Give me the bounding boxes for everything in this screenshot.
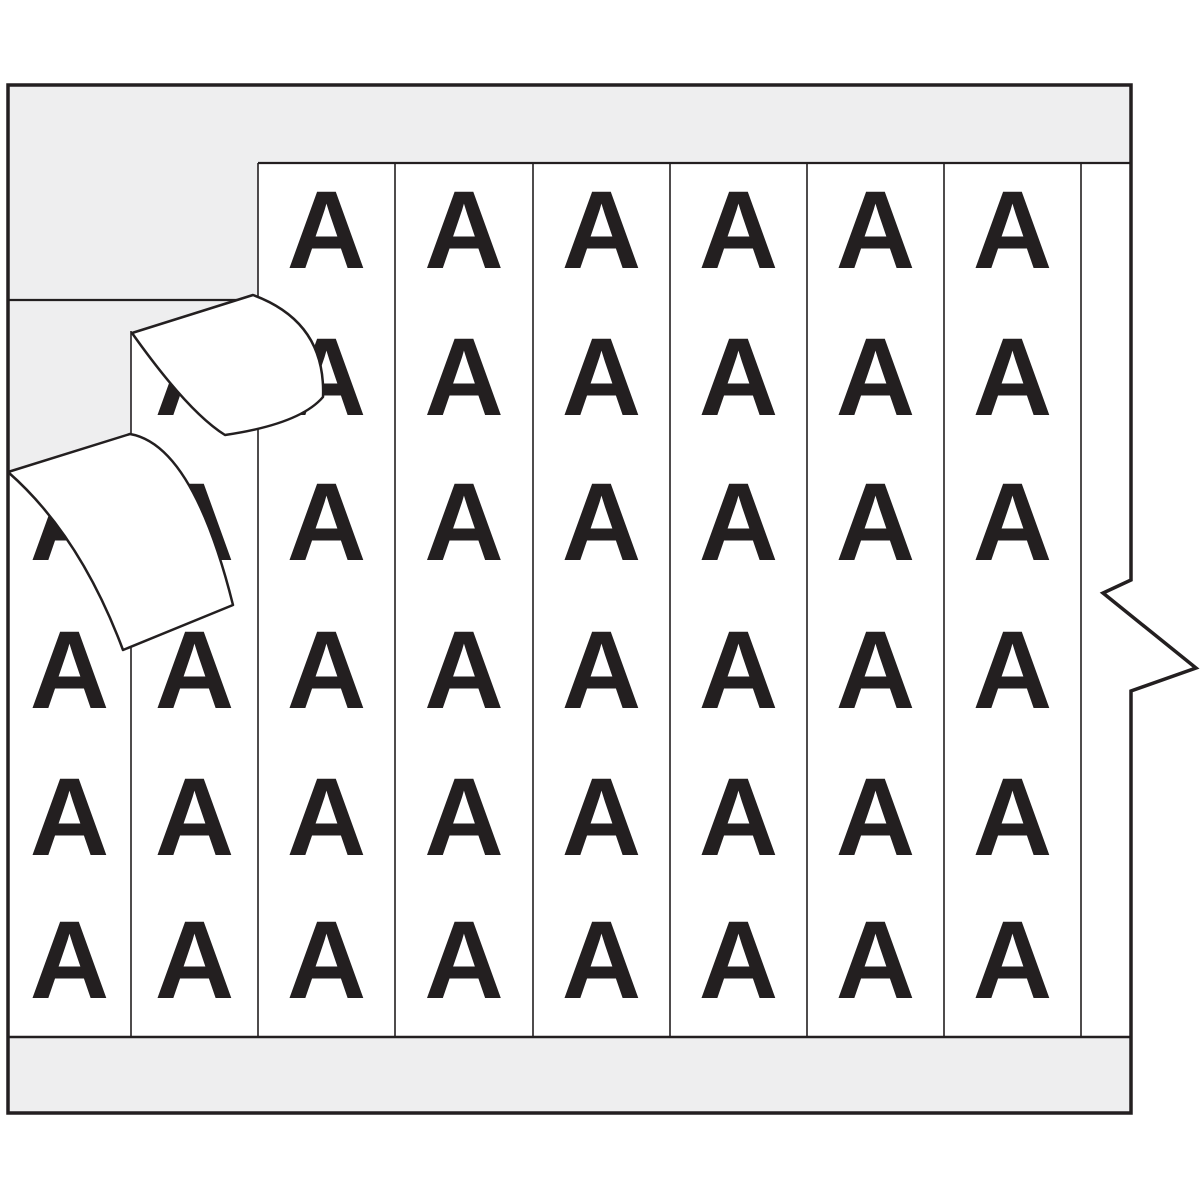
marker-letter: A: [424, 169, 503, 292]
marker-letter: A: [287, 756, 366, 879]
marker-letter: A: [836, 899, 915, 1022]
marker-letter: A: [836, 609, 915, 732]
marker-letter: A: [424, 899, 503, 1022]
marker-letter: A: [973, 316, 1052, 439]
marker-letter: A: [30, 899, 109, 1022]
marker-letter: A: [699, 461, 778, 584]
marker-letter: A: [836, 316, 915, 439]
marker-letter: A: [699, 169, 778, 292]
marker-letter: A: [836, 169, 915, 292]
marker-letter: A: [973, 169, 1052, 292]
marker-letter: A: [973, 461, 1052, 584]
marker-letter: A: [155, 899, 234, 1022]
marker-letter: A: [562, 316, 641, 439]
marker-letter: A: [699, 316, 778, 439]
marker-letter: A: [287, 899, 366, 1022]
marker-letter: A: [287, 169, 366, 292]
marker-letter: A: [699, 756, 778, 879]
marker-letter: A: [424, 756, 503, 879]
marker-letter: A: [424, 316, 503, 439]
marker-letter: A: [836, 756, 915, 879]
marker-letter: A: [562, 899, 641, 1022]
marker-letter: A: [836, 461, 915, 584]
marker-letter: A: [562, 756, 641, 879]
marker-letter: A: [155, 756, 234, 879]
marker-letter: A: [699, 899, 778, 1022]
peeling-label-bottom: [6, 432, 235, 652]
marker-letter: A: [562, 609, 641, 732]
marker-letter: A: [973, 756, 1052, 879]
marker-letter: A: [973, 609, 1052, 732]
marker-letter: A: [287, 461, 366, 584]
marker-letter: A: [973, 899, 1052, 1022]
marker-letter: A: [30, 756, 109, 879]
marker-letter: A: [424, 461, 503, 584]
marker-letter: A: [287, 609, 366, 732]
marker-letter: A: [424, 609, 503, 732]
peeling-label-top: [130, 293, 325, 437]
marker-letter: A: [30, 609, 109, 732]
peeling-labels: [6, 293, 325, 652]
label-strip-columns-right: [258, 163, 1131, 1037]
marker-letter: A: [562, 461, 641, 584]
marker-letter: A: [699, 609, 778, 732]
card-outline-with-tear-notch: [6, 83, 1200, 1115]
marker-letter: A: [562, 169, 641, 292]
